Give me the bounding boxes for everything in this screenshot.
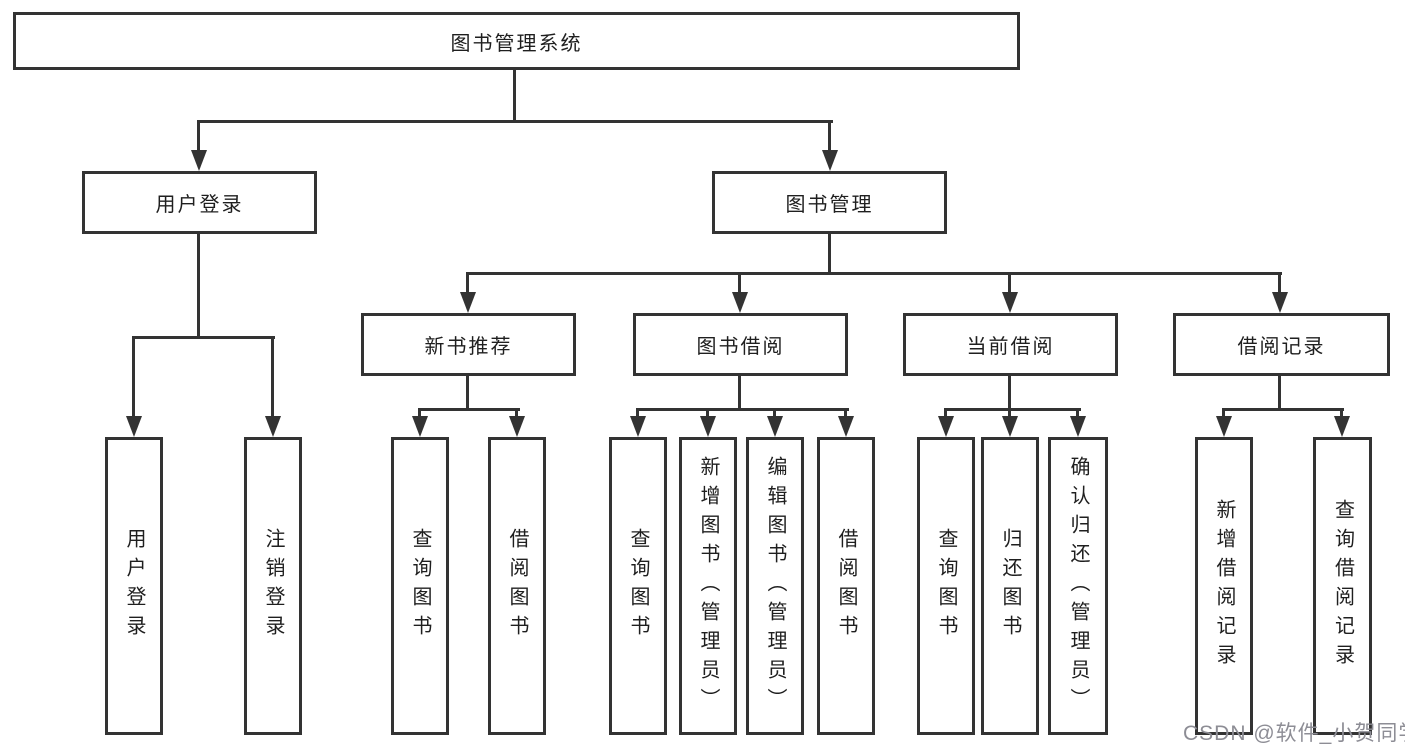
node-user-login: 用户登录: [82, 171, 317, 234]
connector-line: [944, 408, 947, 419]
connector-line: [466, 272, 469, 295]
node-label: 图书管理: [785, 194, 874, 216]
connector-line: [466, 376, 469, 411]
arrowhead-icon: [822, 150, 838, 171]
leaf-return-book: 归还图书: [981, 437, 1039, 735]
node-label: 新增借阅记录: [1213, 499, 1235, 673]
node-label: 注销登录: [262, 528, 284, 644]
connector-line: [1076, 408, 1079, 419]
node-current-borrowing: 当前借阅: [903, 313, 1118, 376]
node-label: 用户登录: [155, 194, 244, 216]
leaf-borrow-book-recommend: 借阅图书: [488, 437, 546, 735]
leaf-query-books-borrow: 查询图书: [609, 437, 667, 735]
connector-line: [418, 408, 520, 411]
node-label: 图书借阅: [696, 336, 785, 358]
leaf-edit-book-admin: 编辑图书（管理员）: [746, 437, 804, 735]
node-library-management-system: 图书管理系统: [13, 12, 1020, 70]
node-label: 当前借阅: [966, 336, 1055, 358]
leaf-confirm-return-admin: 确认归还（管理员）: [1048, 437, 1108, 735]
connector-line: [1008, 272, 1011, 295]
node-label: 借阅图书: [506, 528, 528, 644]
node-label: 用户登录: [123, 528, 145, 644]
connector-line: [197, 120, 200, 153]
connector-line: [513, 70, 516, 122]
node-label: 新书推荐: [424, 336, 513, 358]
arrowhead-icon: [1002, 292, 1018, 313]
node-label: 查询图书: [935, 528, 957, 644]
connector-line: [944, 408, 1081, 411]
arrowhead-icon: [460, 292, 476, 313]
connector-line: [1340, 408, 1343, 419]
node-book-borrowing: 图书借阅: [633, 313, 848, 376]
leaf-add-book-admin: 新增图书（管理员）: [679, 437, 737, 735]
node-book-management: 图书管理: [712, 171, 947, 234]
arrowhead-icon: [630, 416, 646, 437]
arrowhead-icon: [1002, 416, 1018, 437]
node-borrowing-records: 借阅记录: [1173, 313, 1390, 376]
connector-line: [1008, 408, 1011, 419]
node-label: 借阅记录: [1237, 336, 1326, 358]
connector-line: [1222, 408, 1344, 411]
leaf-query-books-recommend: 查询图书: [391, 437, 449, 735]
connector-line: [844, 408, 847, 419]
csdn-watermark: CSDN @软件_小贺同学: [1183, 722, 1405, 745]
connector-line: [197, 234, 200, 339]
arrowhead-icon: [1216, 416, 1232, 437]
arrowhead-icon: [126, 416, 142, 437]
leaf-add-borrow-record: 新增借阅记录: [1195, 437, 1253, 735]
leaf-borrow-book: 借阅图书: [817, 437, 875, 735]
arrowhead-icon: [838, 416, 854, 437]
connector-line: [706, 408, 709, 419]
arrowhead-icon: [1272, 292, 1288, 313]
arrowhead-icon: [1070, 416, 1086, 437]
connector-line: [466, 272, 1282, 275]
connector-line: [636, 408, 849, 411]
leaf-logout: 注销登录: [244, 437, 302, 735]
node-label: 编辑图书（管理员）: [764, 455, 786, 717]
node-label: 查询图书: [627, 528, 649, 644]
leaf-user-login: 用户登录: [105, 437, 163, 735]
arrowhead-icon: [191, 150, 207, 171]
node-label: 确认归还（管理员）: [1067, 455, 1089, 717]
arrowhead-icon: [265, 416, 281, 437]
node-label: 查询图书: [409, 528, 431, 644]
arrowhead-icon: [732, 292, 748, 313]
connector-line: [636, 408, 639, 419]
node-label: 借阅图书: [835, 528, 857, 644]
arrowhead-icon: [509, 416, 525, 437]
node-new-book-recommendation: 新书推荐: [361, 313, 576, 376]
leaf-query-borrow-record: 查询借阅记录: [1313, 437, 1372, 735]
connector-line: [773, 408, 776, 419]
connector-line: [132, 336, 275, 339]
connector-line: [515, 408, 518, 419]
arrowhead-icon: [1334, 416, 1350, 437]
arrowhead-icon: [412, 416, 428, 437]
node-label: 查询借阅记录: [1331, 499, 1354, 673]
node-label: 归还图书: [999, 528, 1021, 644]
connector-line: [1222, 408, 1225, 419]
arrowhead-icon: [938, 416, 954, 437]
connector-line: [1278, 376, 1281, 411]
node-label: 图书管理系统: [450, 32, 583, 55]
arrowhead-icon: [700, 416, 716, 437]
connector-line: [828, 120, 831, 153]
connector-line: [197, 120, 833, 123]
connector-line: [1008, 376, 1011, 411]
leaf-query-books-current: 查询图书: [917, 437, 975, 735]
connector-line: [418, 408, 421, 419]
connector-line: [828, 234, 831, 275]
connector-line: [1278, 272, 1281, 295]
node-label: 新增图书（管理员）: [697, 455, 719, 717]
connector-line: [132, 336, 135, 419]
connector-line: [738, 272, 741, 295]
connector-line: [271, 336, 274, 419]
arrowhead-icon: [767, 416, 783, 437]
connector-line: [738, 376, 741, 411]
